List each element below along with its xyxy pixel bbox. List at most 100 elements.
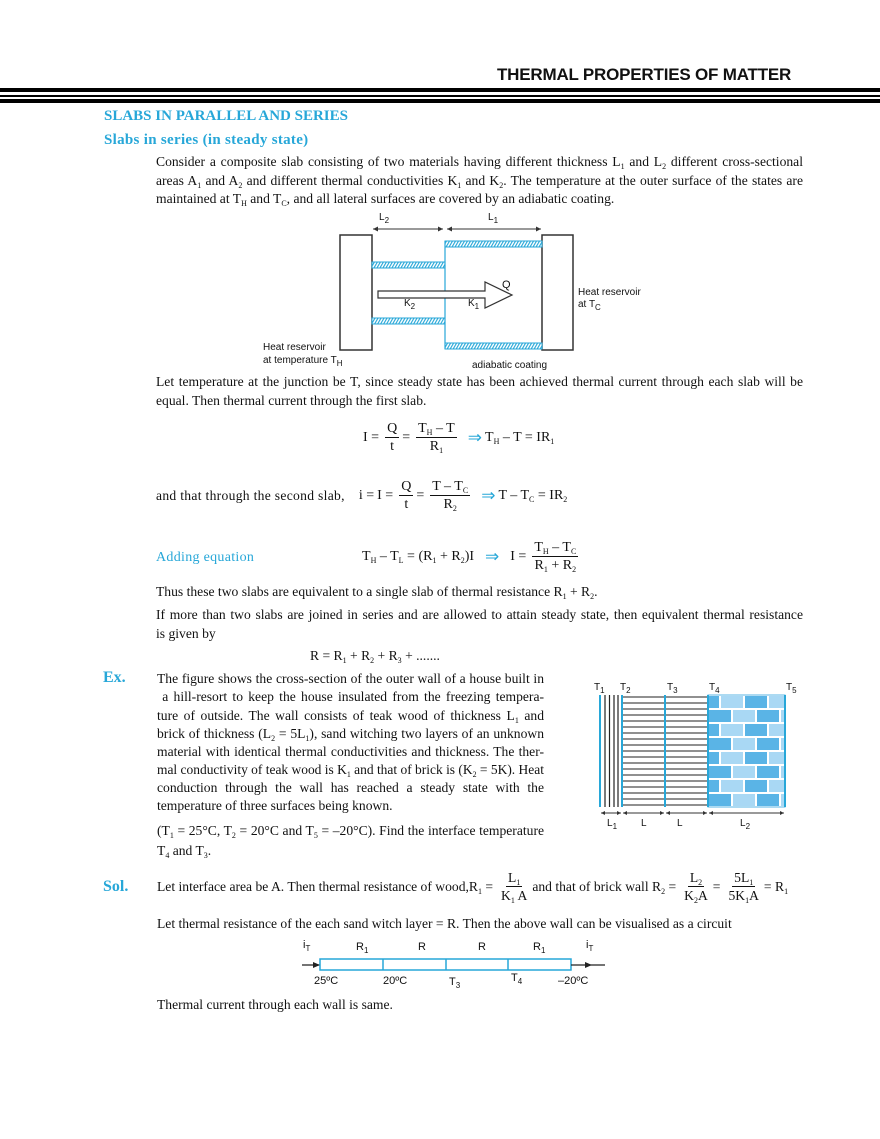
brick (757, 710, 779, 722)
brick-layer (707, 694, 786, 808)
wall-label-T5: T5 (786, 682, 797, 695)
brick (781, 710, 784, 722)
solution-label: Sol. (103, 878, 129, 895)
circuit-temp-label: –20ºC (558, 975, 589, 987)
eq-text: T – TC = IR2 (498, 487, 568, 504)
adding-equation-label: Adding equation (156, 550, 255, 565)
hot-reservoir-label: at temperature TH (263, 355, 343, 368)
brick (769, 724, 784, 736)
wall-label-T3: T3 (667, 682, 678, 695)
example-line: temperature of three surfaces being know… (157, 798, 393, 813)
circuit-current-label: iT (586, 939, 594, 953)
label-K1: K1 (468, 298, 480, 311)
intro-line: areas A1 and A2 and different thermal co… (156, 173, 803, 190)
eq-text: TH – TL = (R1 + R2)I (362, 548, 475, 565)
wall-label-L1: L1 (607, 818, 618, 831)
brick (721, 752, 743, 764)
cold-reservoir-label: Heat reservoir (578, 287, 641, 298)
brick (781, 738, 784, 750)
eq2-intro: and that through the second slab, (156, 487, 345, 503)
wall-label-T1: T1 (594, 682, 605, 695)
brick (709, 696, 719, 708)
eq-text: = (416, 487, 425, 503)
wall-label-L: L (677, 818, 683, 829)
label-L1: L1 (488, 212, 499, 225)
wall-label-L2: L2 (740, 818, 751, 831)
sol-text: and that of brick wall R2 = (532, 878, 677, 896)
brick (721, 696, 743, 708)
brick (745, 780, 767, 792)
example-given: T4 and T3. (157, 843, 212, 860)
brick (733, 794, 755, 806)
brick (757, 794, 779, 806)
solution-line: Thermal current through each wall is sam… (157, 997, 393, 1012)
example-line: ture of outside. The wall consists of te… (157, 708, 544, 725)
example-line: brick of thickness (L2 = 5L1), sand witc… (157, 726, 544, 743)
brick (745, 696, 767, 708)
example-line: mal conductivity of teak wood is K1 and … (157, 762, 544, 779)
brick (757, 738, 779, 750)
brick (721, 724, 743, 736)
intro-line: maintained at TH and TC, and all lateral… (156, 191, 615, 208)
brick (733, 766, 755, 778)
wall-label-L: L (641, 818, 647, 829)
implies-icon: ⇒ (485, 546, 500, 566)
adiabatic-coating-label: adiabatic coating (472, 360, 548, 371)
conclusion-line: is given by (156, 626, 216, 641)
brick (733, 710, 755, 722)
circuit-temp-label: 25ºC (314, 975, 339, 987)
cold-reservoir (541, 234, 574, 351)
eq-text: I = (363, 429, 380, 445)
brick (745, 724, 767, 736)
example-line: material with identical thermal conducti… (157, 744, 544, 759)
eq-text: = (402, 429, 411, 445)
brick (709, 780, 719, 792)
conclusion-line: If more than two slabs are joined in ser… (156, 607, 803, 622)
example-line: The figure shows the cross-section of th… (157, 671, 544, 686)
wall-label-T2: T2 (620, 682, 631, 695)
circuit-temp-label: 20ºC (383, 975, 408, 987)
running-header: THERMAL PROPERTIES OF MATTER (497, 65, 792, 84)
sol-text: = R1 (763, 878, 789, 896)
implies-icon: ⇒ (481, 485, 496, 505)
brick (709, 794, 731, 806)
hot-reservoir (339, 234, 373, 351)
circuit-resistor-label: R1 (356, 941, 369, 955)
eq-text: i = (358, 487, 375, 503)
section-subtitle: Slabs in series (in steady state) (104, 132, 309, 148)
intro-line: Consider a composite slab consisting of … (156, 154, 803, 171)
circuit-temp-label: T3 (449, 976, 461, 990)
junction-line: equal. Then thermal current through the … (156, 393, 427, 408)
equation-2: and that through the second slab, i = I … (156, 478, 570, 513)
circuit-resistor-label: R1 (533, 941, 546, 955)
dimension-arrowhead (709, 811, 784, 815)
circuit-current-label: iT (303, 939, 311, 953)
eq-text: I = (377, 487, 394, 503)
circuit-temp-label: T4 (511, 972, 523, 986)
dimension-arrows (373, 226, 541, 232)
brick (709, 752, 719, 764)
dimension-arrowhead (666, 811, 707, 815)
solution-line: Let thermal resistance of the each sand … (157, 916, 732, 931)
hot-reservoir-label: Heat reservoir (263, 342, 326, 353)
solution-resistance-line: Let interface area be A. Then thermal re… (157, 869, 791, 905)
label-K2: K2 (404, 298, 416, 311)
section-title: SLABS IN PARALLEL AND SERIES (104, 108, 348, 124)
brick (769, 780, 784, 792)
brick (733, 738, 755, 750)
slab-k1 (444, 240, 543, 350)
brick (745, 752, 767, 764)
label-L2: L2 (379, 212, 390, 225)
sol-text: = (712, 878, 721, 894)
brick (709, 766, 731, 778)
brick (769, 752, 784, 764)
